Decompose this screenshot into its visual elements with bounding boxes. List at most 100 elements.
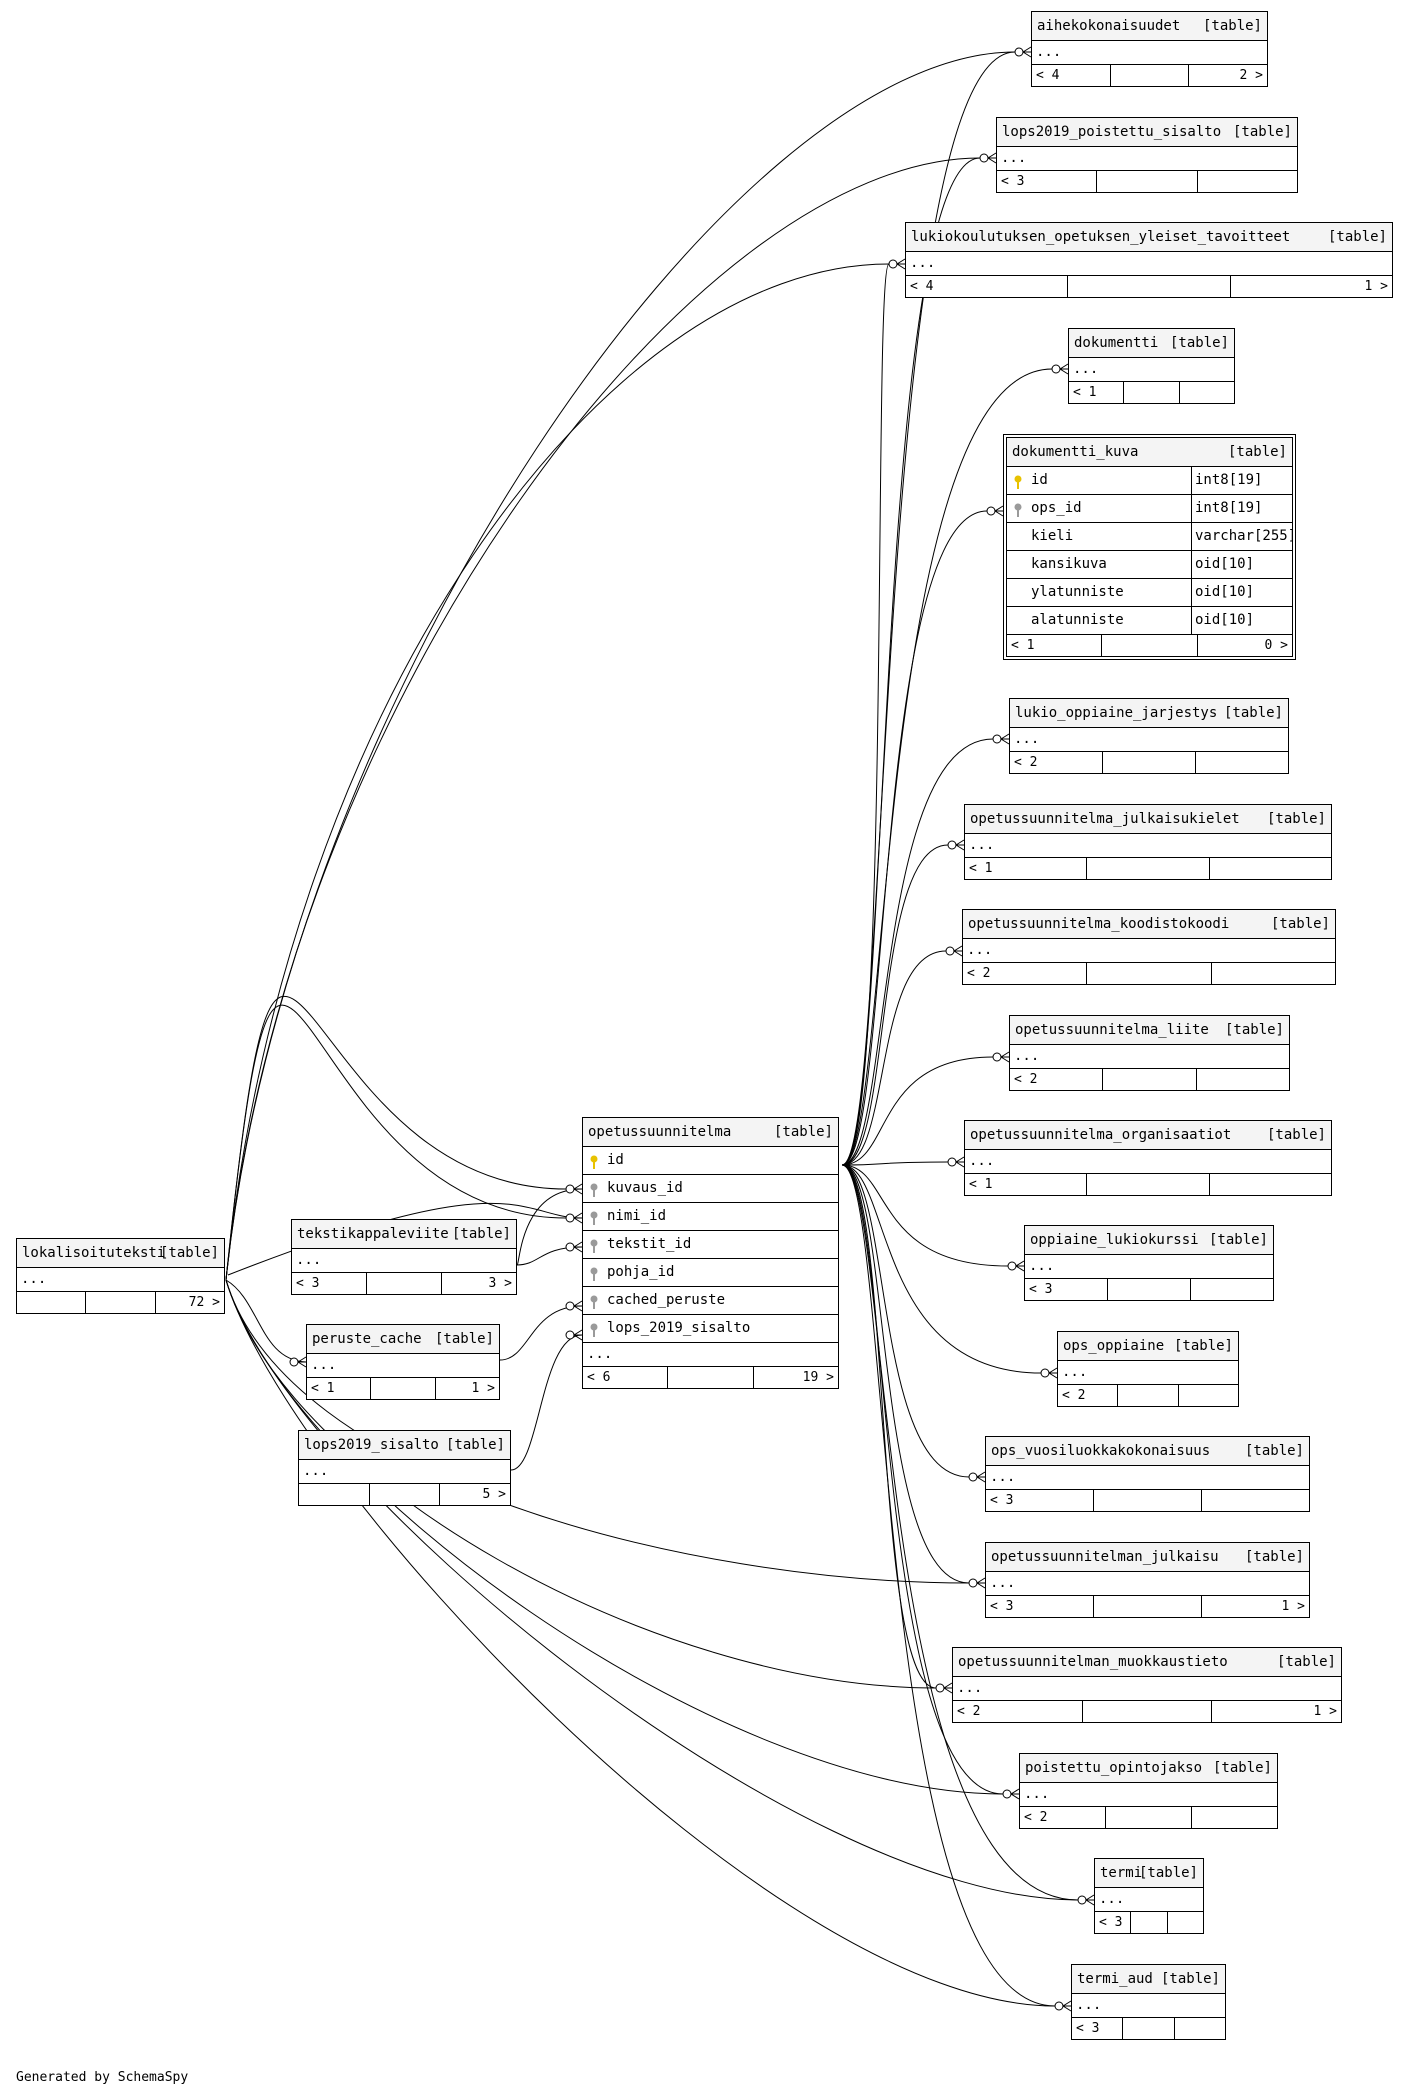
more-columns[interactable]: ... (307, 1354, 499, 1378)
table-name[interactable]: opetussuunnitelma (588, 1124, 732, 1140)
table-name[interactable]: dokumentti_kuva (1012, 444, 1139, 460)
parents-link[interactable]: < 3 (986, 1490, 1094, 1511)
more-columns[interactable]: ... (1072, 1994, 1225, 2018)
more-columns[interactable]: ... (1095, 1888, 1203, 1912)
children-link[interactable]: 0 > (1264, 638, 1288, 653)
parents-link[interactable]: < 6 (583, 1367, 669, 1388)
column-row[interactable]: kuvaus_id (583, 1175, 838, 1203)
table-dokumentti[interactable]: dokumentti[table] ... < 1 (1068, 328, 1235, 404)
table-name[interactable]: lops2019_poistettu_sisalto (1002, 124, 1222, 140)
children-link[interactable]: 5 > (482, 1487, 507, 1502)
children-link[interactable]: 19 > (802, 1370, 834, 1385)
children-link[interactable] (1212, 963, 1335, 984)
table-name[interactable]: opetussuunnitelma_liite (1015, 1022, 1209, 1038)
table-lops2019-sisalto[interactable]: lops2019_sisalto[table] ... 5 > (298, 1430, 511, 1506)
table-name[interactable]: lukiokoulutuksen_opetuksen_yleiset_tavoi… (911, 229, 1291, 245)
parents-link[interactable]: < 3 (1095, 1912, 1132, 1933)
children-link[interactable]: 1 > (471, 1381, 495, 1396)
table-name[interactable]: opetussuunnitelma_organisaatiot (970, 1127, 1232, 1143)
parents-link[interactable]: < 2 (963, 963, 1088, 984)
table-name[interactable]: aihekokonaisuudet (1037, 18, 1181, 34)
table-lukio-oppiaine-jarjestys[interactable]: lukio_oppiaine_jarjestys[table] ... < 2 (1009, 698, 1289, 774)
table-name[interactable]: opetussuunnitelma_koodistokoodi (968, 916, 1230, 932)
parents-link[interactable]: < 2 (1020, 1807, 1106, 1828)
parents-link[interactable]: < 1 (1069, 382, 1125, 403)
more-columns[interactable]: ... (1010, 728, 1288, 752)
table-name[interactable]: opetussuunnitelman_julkaisu (991, 1549, 1219, 1565)
parents-link[interactable]: < 2 (1010, 752, 1103, 773)
table-oppiaine-lukiokurssi[interactable]: oppiaine_lukiokurssi[table] ... < 3 (1024, 1225, 1274, 1301)
children-link[interactable] (1198, 171, 1297, 192)
children-link[interactable] (1179, 1385, 1238, 1406)
parents-link[interactable]: < 3 (997, 171, 1098, 192)
table-ops-oppiaine[interactable]: ops_oppiaine[table] ... < 2 (1057, 1331, 1239, 1407)
table-name[interactable]: lops2019_sisalto (304, 1437, 439, 1453)
more-columns[interactable]: ... (953, 1677, 1341, 1701)
children-link[interactable] (1202, 1490, 1309, 1511)
more-columns[interactable]: ... (986, 1466, 1309, 1490)
more-columns[interactable]: ... (1025, 1255, 1273, 1279)
table-name[interactable]: dokumentti (1074, 335, 1159, 351)
more-columns[interactable]: ... (299, 1460, 510, 1484)
table-poistettu-opintojakso[interactable]: poistettu_opintojakso[table] ... < 2 (1019, 1753, 1278, 1829)
column-row[interactable]: lops_2019_sisalto (583, 1315, 838, 1343)
more-columns[interactable]: ... (583, 1343, 838, 1367)
children-link[interactable]: 2 > (1239, 68, 1264, 83)
children-link[interactable]: 1 > (1281, 1599, 1305, 1614)
table-name[interactable]: poistettu_opintojakso (1025, 1760, 1203, 1776)
children-link[interactable] (1192, 1807, 1277, 1828)
table-opetussuunnitelma-koodistokoodi[interactable]: opetussuunnitelma_koodistokoodi[table] .… (962, 909, 1336, 985)
table-termi[interactable]: termi[table] ... < 3 (1094, 1858, 1204, 1934)
more-columns[interactable]: ... (1032, 41, 1267, 65)
more-columns[interactable]: ... (965, 1150, 1331, 1174)
parents-link[interactable] (17, 1292, 87, 1313)
table-opetussuunnitelma-organisaatiot[interactable]: opetussuunnitelma_organisaatiot[table] .… (964, 1120, 1332, 1196)
table-name[interactable]: oppiaine_lukiokurssi (1030, 1232, 1199, 1248)
column-row[interactable]: cached_peruste (583, 1287, 838, 1315)
column-row[interactable]: id (583, 1147, 838, 1175)
parents-link[interactable]: < 4 (906, 276, 1069, 297)
column-row[interactable]: nimi_id (583, 1203, 838, 1231)
children-link[interactable] (1210, 858, 1331, 879)
children-link[interactable] (1196, 752, 1288, 773)
more-columns[interactable]: ... (1010, 1045, 1289, 1069)
parents-link[interactable]: < 2 (953, 1701, 1083, 1722)
more-columns[interactable]: ... (986, 1572, 1309, 1596)
children-link[interactable] (1180, 382, 1234, 403)
table-name[interactable]: tekstikappaleviite (297, 1226, 449, 1242)
column-row[interactable]: tekstit_id (583, 1231, 838, 1259)
table-lops2019-poistettu-sisalto[interactable]: lops2019_poistettu_sisalto[table] ... < … (996, 117, 1298, 193)
children-link[interactable] (1197, 1069, 1289, 1090)
parents-link[interactable]: < 1 (965, 858, 1088, 879)
parents-link[interactable] (299, 1484, 370, 1505)
children-link[interactable] (1168, 1912, 1203, 1933)
table-name[interactable]: termi (1100, 1865, 1143, 1881)
children-link[interactable] (1175, 2018, 1225, 2039)
table-opetussuunnitelma-julkaisukielet[interactable]: opetussuunnitelma_julkaisukielet[table] … (964, 804, 1332, 880)
children-link[interactable]: 72 > (188, 1295, 220, 1310)
parents-link[interactable]: < 3 (986, 1596, 1094, 1617)
children-link[interactable] (1210, 1174, 1331, 1195)
parents-link[interactable]: < 1 (1007, 635, 1103, 656)
parents-link[interactable]: < 3 (292, 1273, 367, 1294)
table-termi-aud[interactable]: termi_aud[table] ... < 3 (1071, 1964, 1226, 2040)
column-row[interactable]: pohja_id (583, 1259, 838, 1287)
table-opetussuunnitelman-muokkaustieto[interactable]: opetussuunnitelman_muokkaustieto[table] … (952, 1647, 1342, 1723)
table-name[interactable]: ops_vuosiluokkakokonaisuus (991, 1443, 1211, 1459)
parents-link[interactable]: < 3 (1072, 2018, 1124, 2039)
table-name[interactable]: peruste_cache (312, 1331, 422, 1347)
children-link[interactable]: 3 > (488, 1276, 512, 1291)
table-opetussuunnitelman-julkaisu[interactable]: opetussuunnitelman_julkaisu[table] ... <… (985, 1542, 1310, 1618)
children-link[interactable]: 1 > (1364, 279, 1388, 294)
parents-link[interactable]: < 1 (307, 1378, 372, 1399)
parents-link[interactable]: < 3 (1025, 1279, 1108, 1300)
table-ops-vuosiluokkakokonaisuus[interactable]: ops_vuosiluokkakokonaisuus[table] ... < … (985, 1436, 1310, 1512)
